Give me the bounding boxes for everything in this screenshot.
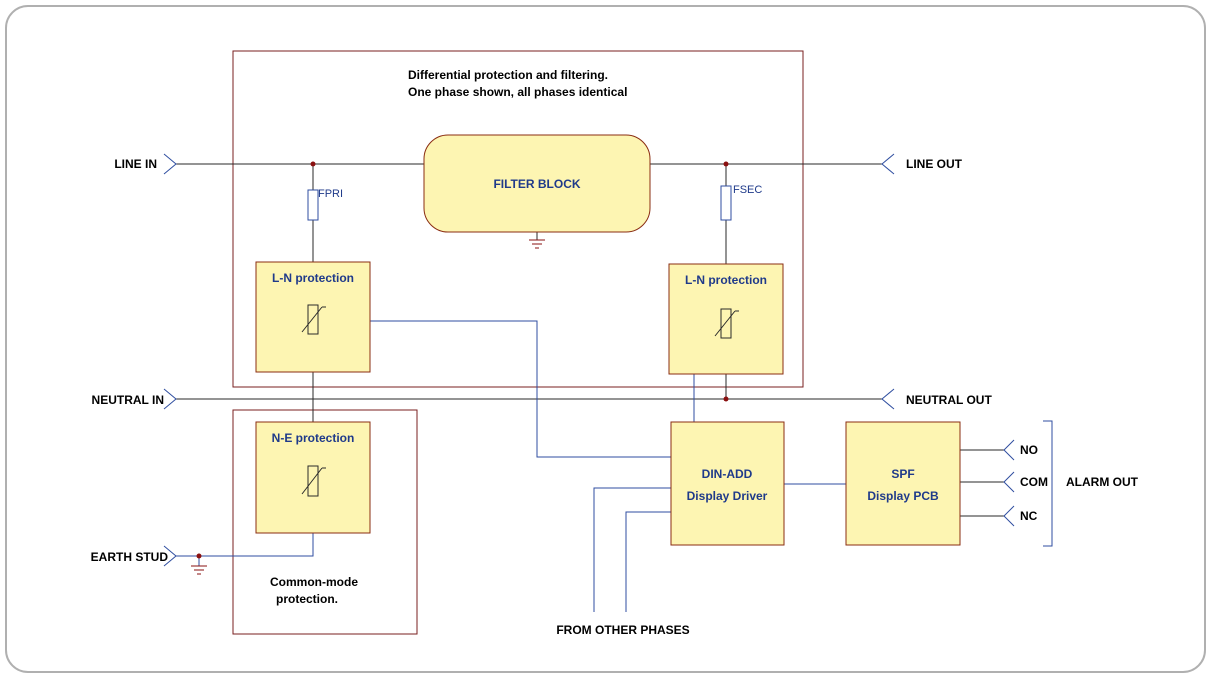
label-common-mode-line2: protection. — [276, 592, 338, 606]
label-contact-no: NO — [1020, 443, 1038, 457]
differential-protection-enclosure — [232, 50, 804, 388]
fuse-fsec — [720, 185, 732, 221]
ln-protection-right-block — [668, 263, 784, 375]
label-din-add-line2: Display Driver — [687, 489, 768, 503]
label-fuse-fpri: FPRI — [318, 188, 343, 200]
label-earth-stud: EARTH STUD — [91, 550, 169, 564]
junction-dots — [196, 161, 729, 559]
label-neutral-out: NEUTRAL OUT — [906, 393, 992, 407]
label-fuse-fsec: FSEC — [733, 184, 762, 196]
label-ln-protection-right: L-N protection — [685, 273, 767, 287]
top-note-line1: Differential protection and filtering. — [408, 68, 608, 82]
signal-wires — [176, 320, 846, 612]
varistor-left-icon — [301, 304, 326, 335]
label-common-mode-line1: Common-mode — [270, 575, 358, 589]
label-filter-block: FILTER BLOCK — [493, 177, 580, 191]
connector-com-icon — [1003, 471, 1015, 493]
common-mode-enclosure — [232, 409, 418, 635]
connector-neutral-out-icon — [881, 388, 895, 410]
label-line-out: LINE OUT — [906, 157, 963, 171]
label-alarm-out: ALARM OUT — [1066, 475, 1139, 489]
varistor-right-icon — [714, 308, 739, 339]
top-note-line2: One phase shown, all phases identical — [408, 85, 627, 99]
outer-frame — [5, 5, 1206, 673]
earth-ground-icon — [191, 565, 207, 575]
label-line-in: LINE IN — [114, 157, 157, 171]
label-from-other-phases: FROM OTHER PHASES — [556, 623, 689, 637]
label-ne-protection: N-E protection — [272, 431, 355, 445]
fuse-fpri — [307, 189, 319, 221]
label-contact-com: COM — [1020, 475, 1048, 489]
connector-earth-stud-icon — [163, 545, 177, 567]
spf-block — [845, 421, 961, 546]
filter-ground-icon — [529, 239, 545, 249]
varistor-ne-icon — [301, 465, 326, 497]
ne-protection-block — [255, 421, 371, 534]
label-neutral-in: NEUTRAL IN — [92, 393, 164, 407]
label-spf-line2: Display PCB — [867, 489, 939, 503]
connector-line-out-icon — [881, 153, 895, 175]
label-spf-line1: SPF — [891, 467, 914, 481]
label-din-add-line1: DIN-ADD — [702, 467, 753, 481]
alarm-bracket — [1043, 420, 1053, 547]
connector-neutral-in-icon — [163, 388, 177, 410]
label-contact-nc: NC — [1020, 509, 1038, 523]
filter-block — [423, 134, 651, 233]
din-add-block — [670, 421, 785, 546]
connector-line-in-icon — [163, 153, 177, 175]
connector-no-icon — [1003, 439, 1015, 461]
label-ln-protection-left: L-N protection — [272, 271, 354, 285]
connector-nc-icon — [1003, 505, 1015, 527]
ln-protection-left-block — [255, 261, 371, 373]
